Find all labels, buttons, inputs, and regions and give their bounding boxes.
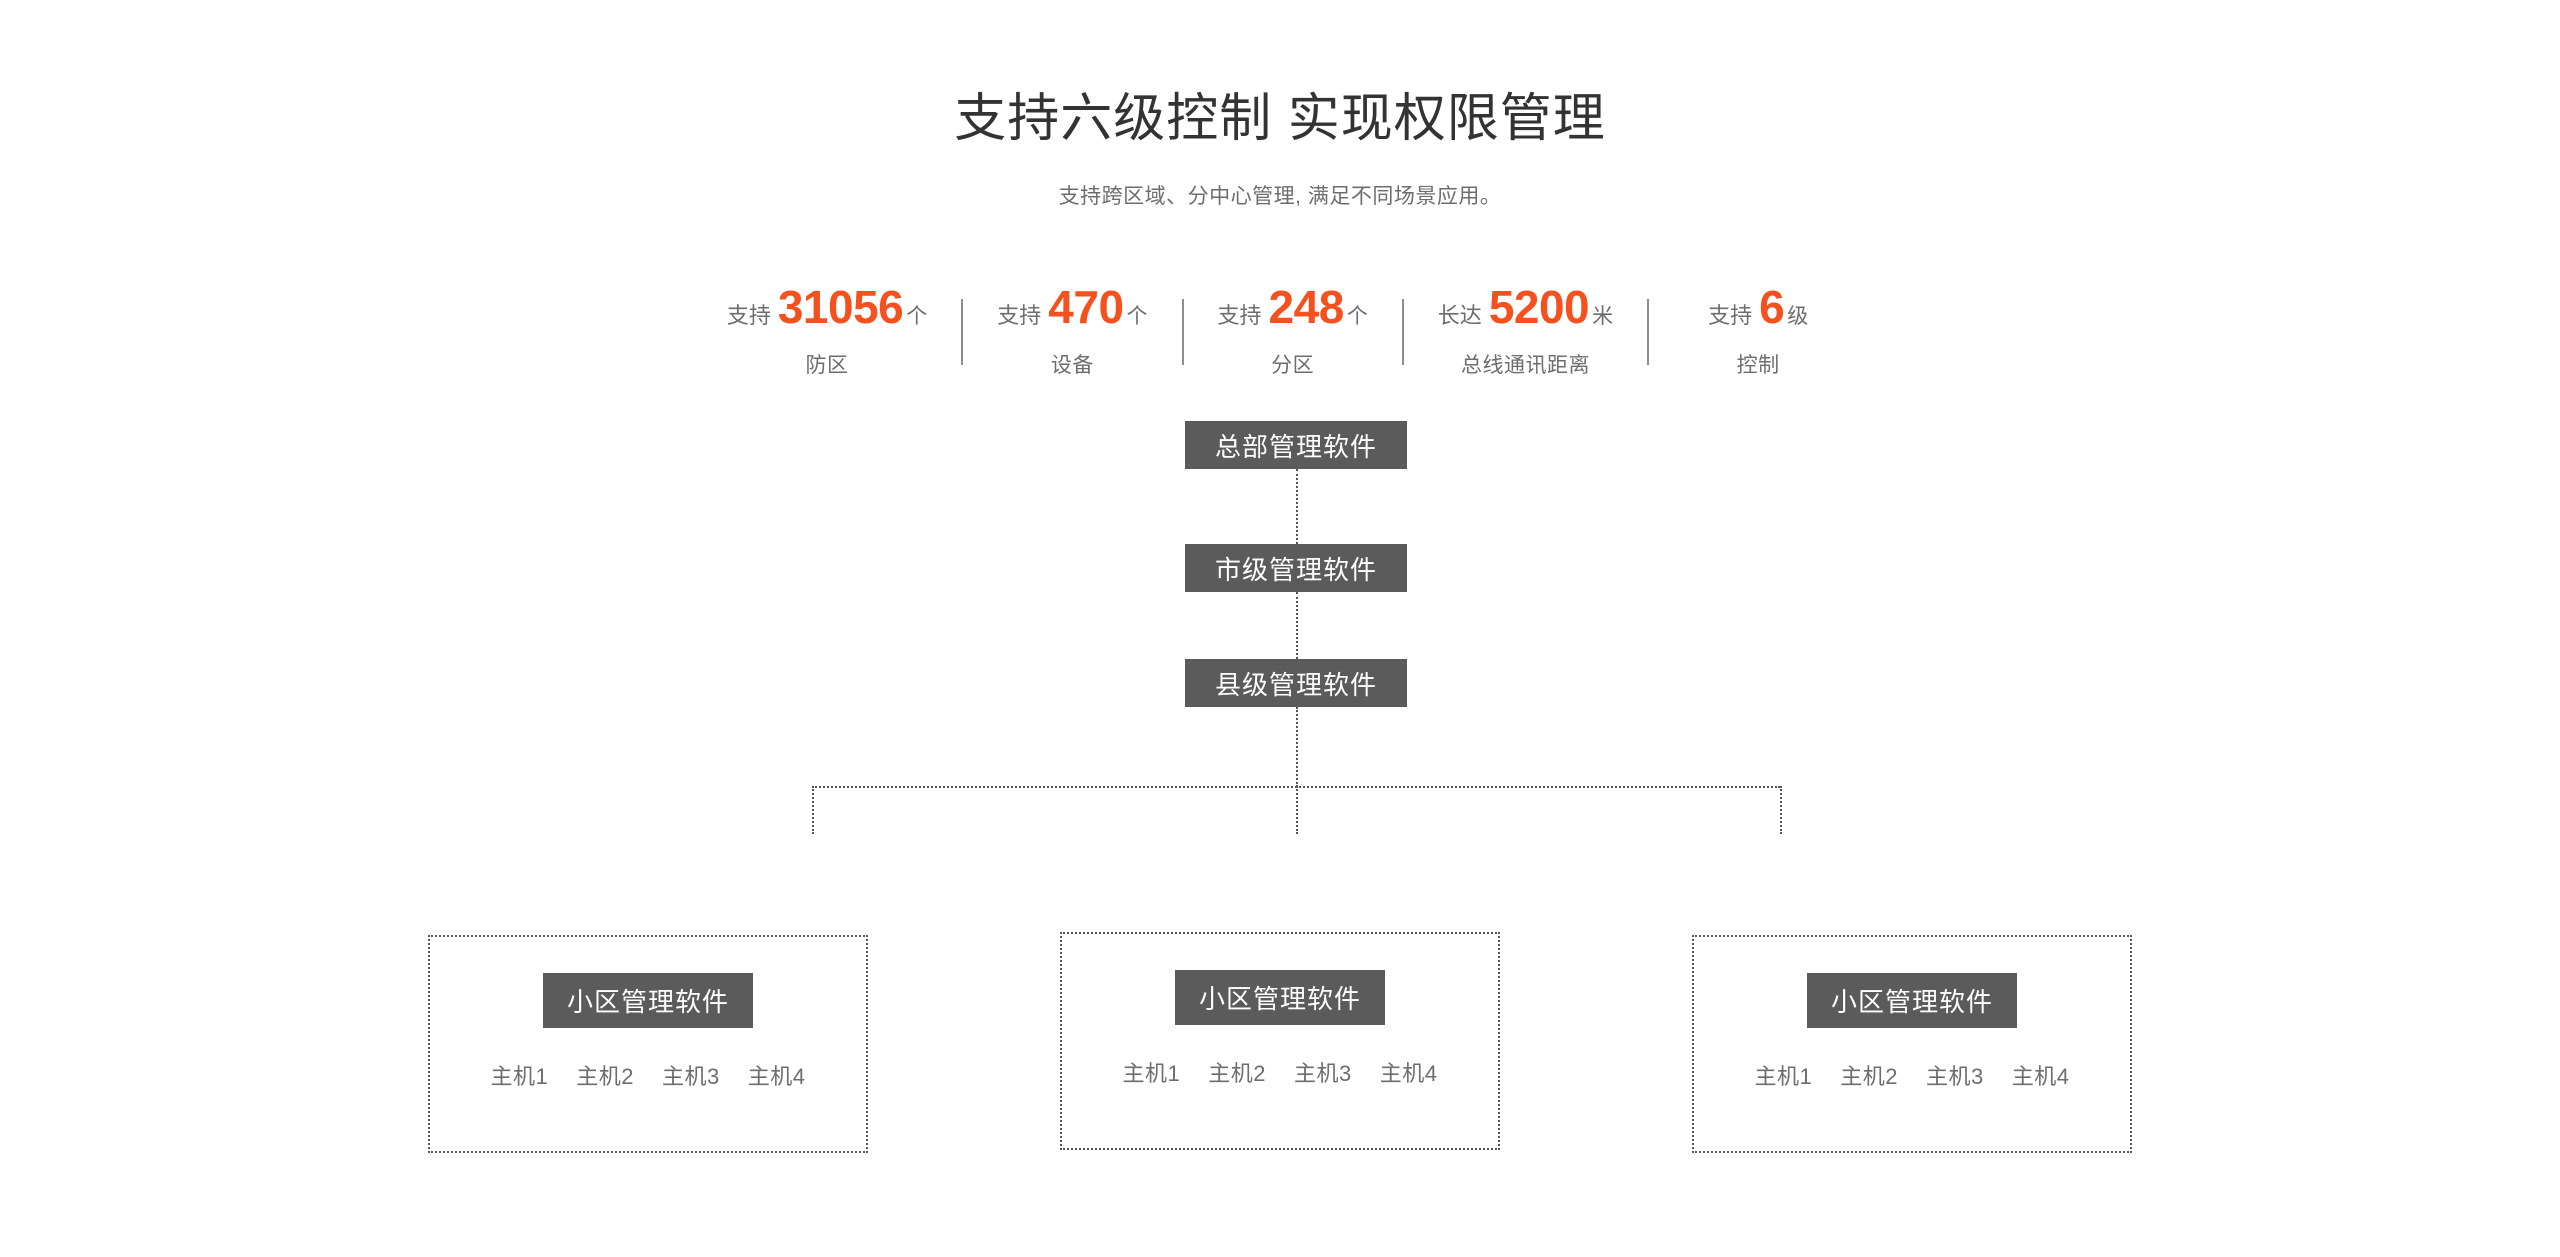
stat-line: 支持 470 个 [997, 284, 1147, 330]
stat-value: 31056 [777, 281, 904, 334]
stat-value: 248 [1268, 281, 1345, 334]
stat-line: 支持 6 级 [1683, 284, 1833, 330]
stat-divider [1401, 298, 1404, 365]
stat-divider [1181, 298, 1184, 365]
connector-city-to-county [1296, 592, 1298, 660]
stat-prefix: 支持 [997, 303, 1042, 329]
stat-value: 6 [1759, 281, 1785, 334]
community-panel[interactable]: 小区管理软件 主机1 主机2 主机3 主机4 [1692, 935, 2132, 1153]
list-item[interactable]: 主机3 [1294, 1061, 1352, 1086]
tier-node-county[interactable]: 县级管理软件 [1185, 659, 1407, 708]
list-item[interactable]: 主机1 [490, 1064, 549, 1089]
stat-unit: 个 [1126, 305, 1148, 329]
connector-drop-middle [1296, 786, 1298, 835]
stat-value: 470 [1048, 281, 1124, 334]
list-item[interactable]: 主机3 [662, 1064, 720, 1089]
connector-county-to-bus [1296, 707, 1298, 788]
stat-prefix: 支持 [1708, 303, 1753, 329]
stat-unit: 米 [1592, 305, 1614, 329]
community-panel[interactable]: 小区管理软件 主机1 主机2 主机3 主机4 [428, 935, 868, 1153]
list-item[interactable]: 主机2 [576, 1064, 634, 1089]
hierarchy-diagram: 总部管理软件 市级管理软件 县级管理软件 [0, 399, 2560, 1099]
community-panel-title[interactable]: 小区管理软件 [1806, 973, 2018, 1028]
stat-value: 5200 [1488, 281, 1590, 334]
stat-unit: 级 [1787, 305, 1809, 329]
stat-divider [1647, 298, 1650, 365]
stat-label: 总线通讯距离 [1460, 354, 1590, 378]
stat-line: 长达 5200 米 [1438, 284, 1613, 330]
list-item[interactable]: 主机2 [1208, 1061, 1266, 1086]
community-host-list: 主机1 主机2 主机3 主机4 [1062, 1056, 1498, 1088]
connector-drop-left [812, 786, 814, 835]
list-item[interactable]: 主机4 [747, 1064, 806, 1089]
stat-item-distance: 长达 5200 米 总线通讯距离 [1404, 284, 1647, 379]
community-host-list: 主机1 主机2 主机3 主机4 [430, 1059, 866, 1091]
list-item[interactable]: 主机2 [1840, 1064, 1898, 1089]
stat-item-fenqu: 支持 248 个 分区 [1184, 284, 1402, 379]
page-subtitle: 支持跨区域、分中心管理, 满足不同场景应用。 [1058, 185, 1502, 209]
stat-item-fangqu: 支持 31056 个 防区 [693, 284, 961, 379]
stat-unit: 个 [906, 305, 928, 329]
list-item[interactable]: 主机4 [1379, 1061, 1438, 1086]
list-item[interactable]: 主机1 [1754, 1064, 1813, 1089]
community-panel-title[interactable]: 小区管理软件 [1174, 970, 1386, 1025]
page-header: 支持六级控制 实现权限管理 支持跨区域、分中心管理, 满足不同场景应用。 [0, 0, 2560, 210]
stat-label: 分区 [1271, 354, 1315, 378]
connector-hq-to-city [1296, 469, 1298, 545]
stat-item-shebei: 支持 470 个 设备 [963, 284, 1181, 379]
stat-prefix: 长达 [1437, 303, 1482, 329]
stat-line: 支持 248 个 [1218, 284, 1368, 330]
tier-node-headquarters[interactable]: 总部管理软件 [1185, 421, 1407, 470]
stat-unit: 个 [1346, 305, 1368, 329]
stats-row: 支持 31056 个 防区 支持 470 个 设备 支持 248 个 分区 长达… [0, 284, 2560, 379]
tier-node-city[interactable]: 市级管理软件 [1185, 544, 1407, 593]
stat-item-control-levels: 支持 6 级 控制 [1649, 284, 1867, 379]
community-panel-title[interactable]: 小区管理软件 [542, 973, 754, 1028]
page-title: 支持六级控制 实现权限管理 [954, 90, 1606, 148]
stat-label: 控制 [1736, 354, 1780, 378]
stat-prefix: 支持 [1217, 303, 1262, 329]
community-panel[interactable]: 小区管理软件 主机1 主机2 主机3 主机4 [1060, 932, 1500, 1150]
connector-drop-right [1780, 786, 1782, 835]
list-item[interactable]: 主机3 [1926, 1064, 1984, 1089]
list-item[interactable]: 主机1 [1122, 1061, 1181, 1086]
stat-label: 防区 [805, 354, 849, 378]
stat-line: 支持 31056 个 [727, 284, 927, 330]
community-host-list: 主机1 主机2 主机3 主机4 [1694, 1059, 2130, 1091]
stat-divider [961, 298, 964, 365]
stat-prefix: 支持 [726, 303, 771, 329]
stat-label: 设备 [1050, 354, 1094, 378]
list-item[interactable]: 主机4 [2011, 1064, 2070, 1089]
